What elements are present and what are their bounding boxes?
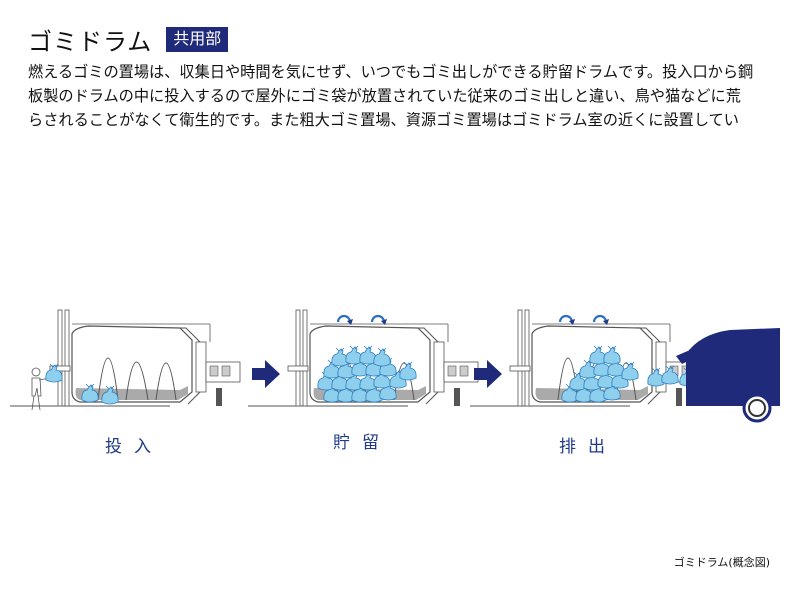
garbage-truck-icon	[676, 328, 780, 423]
description-text: 燃えるゴミの置場は、収集日や時間を気にせず、いつでもゴミ出しができる貯留ドラムで…	[28, 63, 754, 129]
flow-arrow-2	[474, 360, 502, 388]
stage-input	[9, 309, 241, 411]
step-label-storage: 貯留	[333, 433, 391, 453]
flow-arrow-1	[252, 360, 280, 388]
page-title: ゴミドラム	[28, 28, 153, 56]
step-label-discharge: 排出	[559, 437, 617, 457]
stage-storage	[247, 309, 479, 407]
person-icon	[31, 367, 51, 411]
garbage-drum-diagram: 投入 貯留 排出	[9, 309, 780, 457]
category-badge: 共用部	[166, 27, 229, 52]
title-row: ゴミドラム 共用部	[28, 22, 229, 57]
stage-discharge	[469, 309, 701, 407]
step-label-input: 投入	[105, 437, 163, 457]
figure-caption: ゴミドラム(概念図)	[673, 556, 770, 569]
